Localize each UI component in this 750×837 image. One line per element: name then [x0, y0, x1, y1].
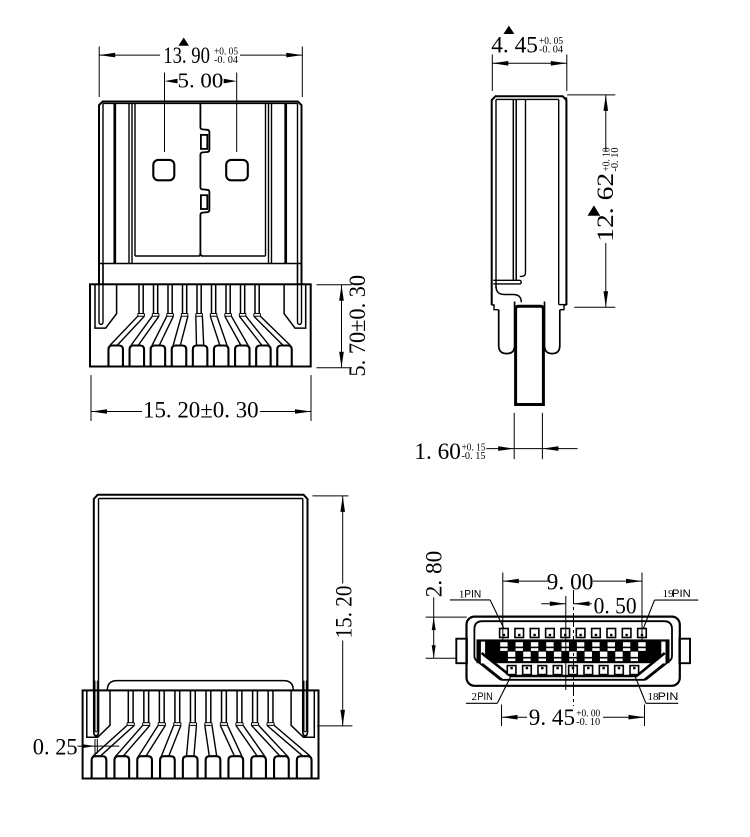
svg-text:4. 45: 4. 45: [491, 33, 538, 59]
svg-text:PIN: PIN: [464, 588, 481, 600]
svg-text:15. 20±0. 30: 15. 20±0. 30: [143, 398, 259, 423]
svg-text:2. 80: 2. 80: [422, 551, 447, 598]
svg-text:-0. 10: -0. 10: [610, 148, 621, 172]
svg-text:+0. 00: +0. 00: [576, 708, 600, 719]
svg-text:+0. 05: +0. 05: [539, 36, 563, 47]
svg-text:-0. 10: -0. 10: [576, 717, 600, 728]
svg-text:9. 00: 9. 00: [547, 569, 594, 594]
svg-text:19: 19: [663, 588, 675, 600]
svg-text:5. 70±0. 30: 5. 70±0. 30: [345, 275, 370, 377]
svg-text:12. 62: 12. 62: [593, 173, 618, 242]
svg-text:15. 20: 15. 20: [332, 586, 357, 639]
svg-text:-0. 04: -0. 04: [539, 45, 563, 56]
svg-text:9. 45: 9. 45: [529, 705, 575, 730]
svg-text:PIN: PIN: [477, 691, 492, 703]
svg-text:-0. 15: -0. 15: [462, 451, 486, 462]
svg-text:2: 2: [472, 691, 478, 703]
svg-text:0. 50: 0. 50: [594, 593, 637, 618]
svg-text:+0. 05: +0. 05: [214, 47, 238, 58]
svg-text:+0. 15: +0. 15: [462, 443, 486, 454]
svg-text:PIN: PIN: [658, 691, 679, 703]
svg-text:0. 25: 0. 25: [33, 734, 78, 759]
svg-text:1: 1: [459, 588, 465, 600]
svg-text:13. 90: 13. 90: [163, 43, 210, 68]
svg-text:18: 18: [648, 691, 660, 703]
svg-text:-0. 04: -0. 04: [214, 55, 238, 66]
svg-text:PIN: PIN: [672, 588, 691, 600]
svg-text:+0. 10: +0. 10: [602, 148, 613, 172]
svg-text:5. 00: 5. 00: [178, 69, 224, 93]
svg-text:1. 60: 1. 60: [414, 439, 460, 464]
